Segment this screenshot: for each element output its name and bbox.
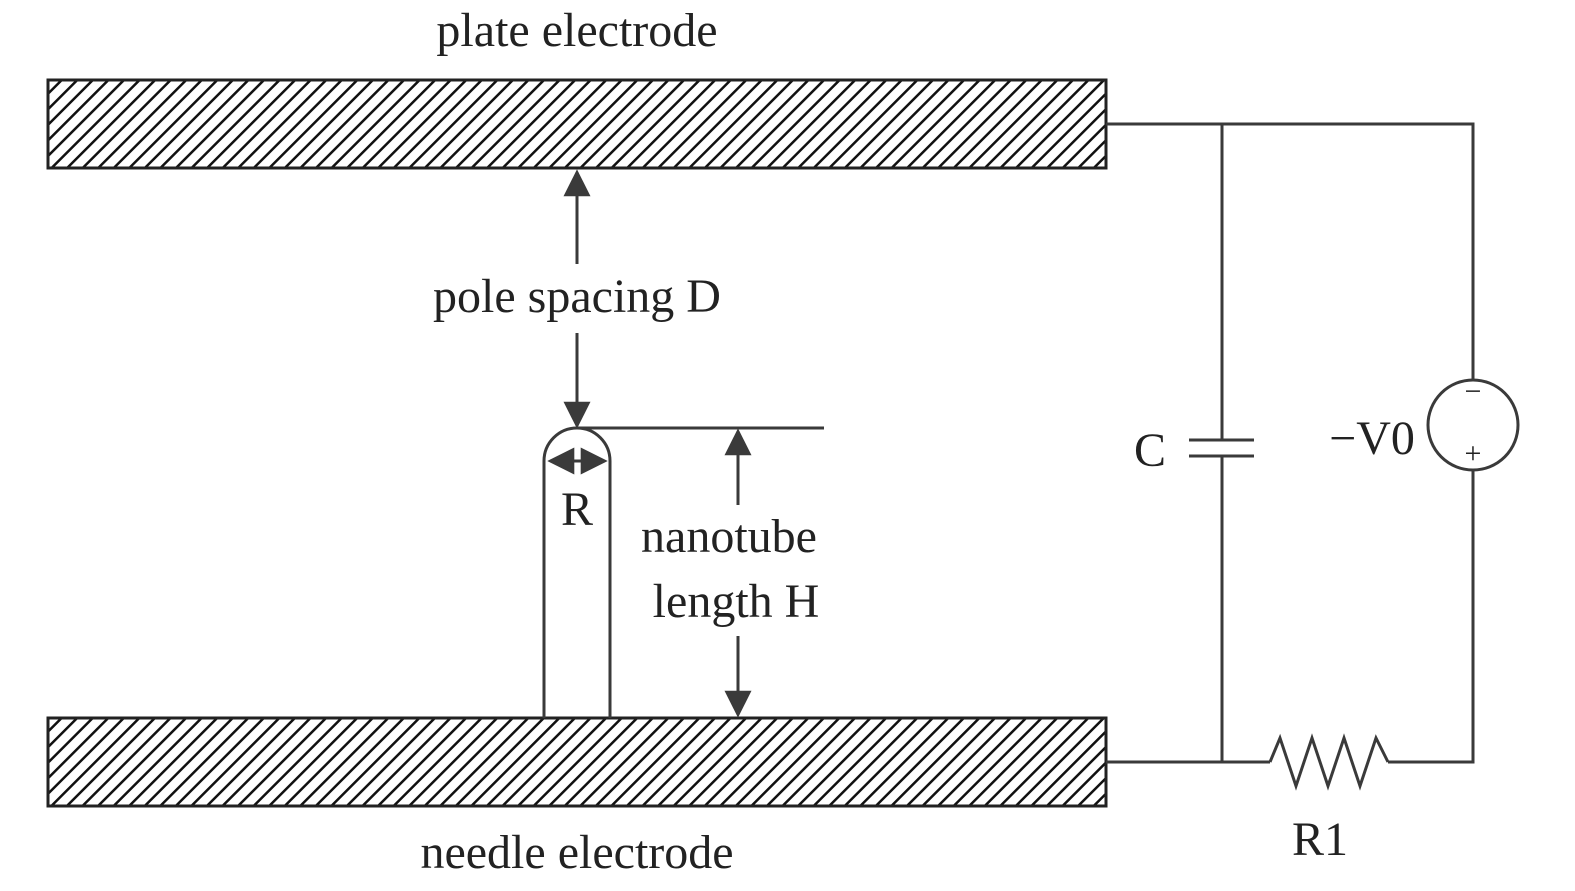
plate-electrode bbox=[46, 78, 1108, 170]
radius-label: R bbox=[561, 483, 593, 536]
resistor bbox=[1268, 733, 1390, 791]
top-wire bbox=[1106, 122, 1475, 380]
nanotube-length-label-line1: nanotube bbox=[641, 510, 817, 563]
voltage-source-label: −V0 bbox=[1329, 412, 1415, 465]
source-minus-sign: − bbox=[1465, 375, 1482, 408]
source-bottom-wire bbox=[1388, 470, 1475, 764]
source-plus-sign: + bbox=[1465, 437, 1482, 470]
voltage-source bbox=[1426, 378, 1520, 472]
nanotube-length-label-line2: length H bbox=[653, 575, 820, 628]
resistor-label: R1 bbox=[1292, 813, 1348, 866]
needle-electrode-label: needle electrode bbox=[420, 826, 733, 879]
plate-electrode-label: plate electrode bbox=[436, 4, 717, 57]
pole-spacing-label: pole spacing D bbox=[433, 270, 721, 323]
capacitor bbox=[1189, 438, 1254, 458]
nanotube bbox=[542, 426, 612, 718]
needle-electrode bbox=[46, 716, 1108, 808]
capacitor-label: C bbox=[1134, 424, 1166, 477]
